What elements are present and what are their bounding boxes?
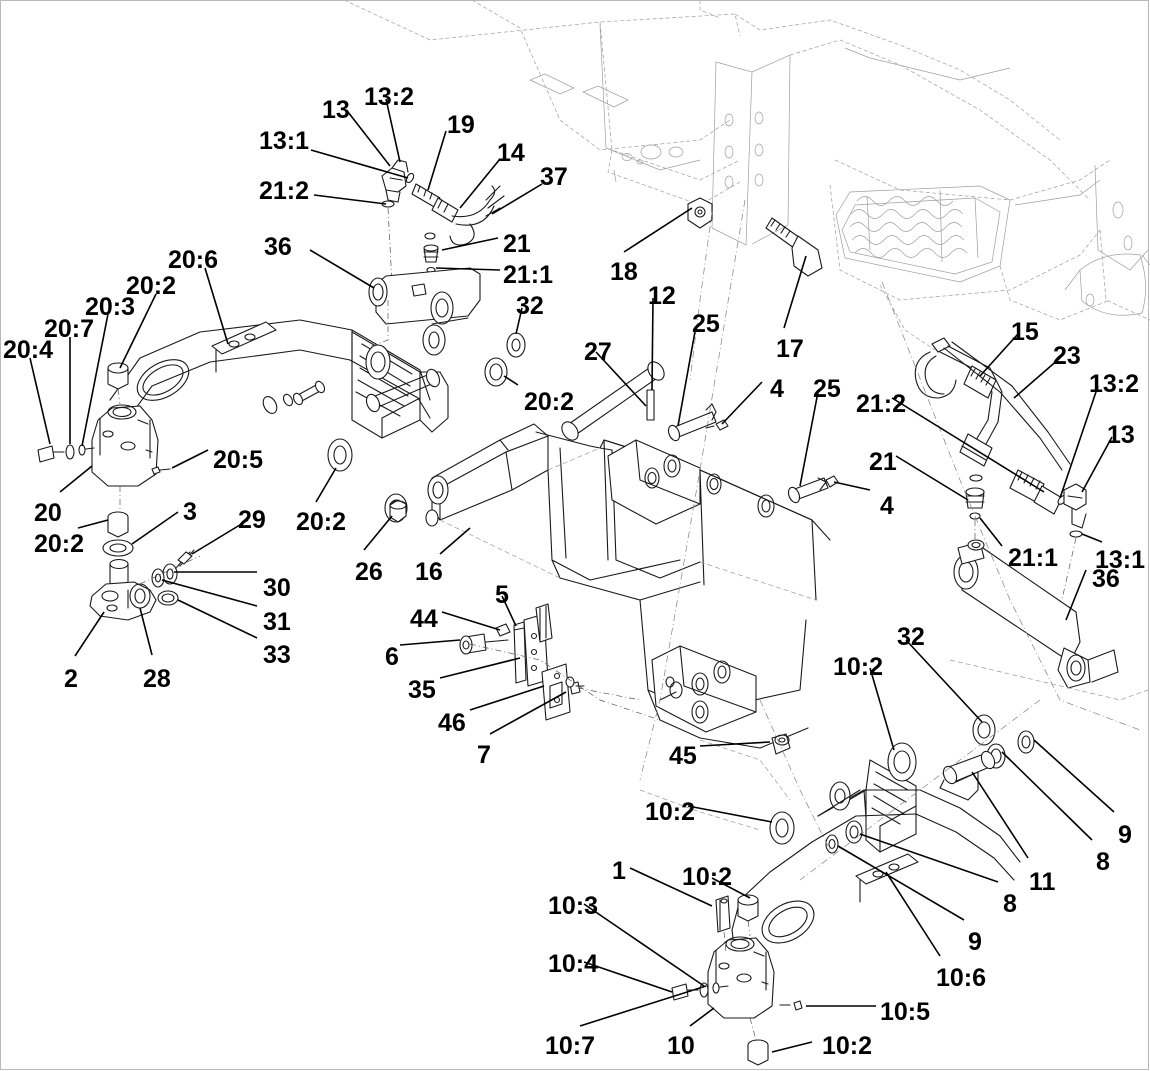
- callout-13-2: 13:2: [364, 83, 415, 111]
- callout-30: 30: [263, 574, 291, 602]
- callout-10-4: 10:4: [548, 950, 599, 978]
- leader-lines: [29, 98, 1115, 1053]
- callout-21-1-right: 21:1: [1008, 544, 1059, 572]
- callout-10-2-d: 10:2: [822, 1032, 873, 1060]
- callout-6: 6: [385, 643, 399, 671]
- callout-20-2-a: 20:2: [126, 272, 177, 300]
- callout-9-a: 9: [1118, 821, 1132, 849]
- callout-18: 18: [610, 258, 638, 286]
- sensor-bracket-cluster: [459, 603, 661, 721]
- callout-4-b: 4: [880, 492, 894, 520]
- callout-17: 17: [776, 335, 804, 363]
- callout-44: 44: [410, 605, 438, 633]
- callout-14: 14: [497, 139, 525, 167]
- callout-7: 7: [477, 741, 491, 769]
- callout-19: 19: [447, 111, 475, 139]
- callout-10-2-a: 10:2: [833, 653, 884, 681]
- callout-3: 3: [183, 498, 197, 526]
- callout-32-right: 32: [897, 623, 925, 651]
- callout-20-7: 20:7: [44, 315, 95, 343]
- left-cylinder-assembly: [262, 159, 526, 523]
- callout-10-2-c: 10:2: [682, 863, 733, 891]
- callout-15: 15: [1011, 318, 1039, 346]
- callout-13-2-right: 13:2: [1089, 370, 1140, 398]
- callout-20-3: 20:3: [85, 293, 136, 321]
- callout-26: 26: [355, 558, 383, 586]
- callout-21-left: 21: [503, 230, 531, 258]
- callout-25-a: 25: [692, 310, 720, 338]
- callout-4-a: 4: [770, 375, 784, 403]
- callout-20-4: 20:4: [3, 336, 54, 364]
- callout-13-right: 13: [1107, 421, 1135, 449]
- callout-1: 1: [612, 857, 626, 885]
- callout-21-2-left: 21:2: [259, 177, 310, 205]
- callout-28: 28: [143, 665, 171, 693]
- callout-10-3: 10:3: [548, 892, 599, 920]
- callout-10-6: 10:6: [936, 964, 987, 992]
- callout-13-1-right: 13:1: [1095, 546, 1146, 574]
- left-arm-assembly: [37, 319, 449, 621]
- callout-31: 31: [263, 608, 291, 636]
- right-hose-assembly: [881, 281, 1149, 731]
- callout-20: 20: [34, 499, 62, 527]
- callout-20-2-c: 20:2: [524, 388, 575, 416]
- center-loader-frame: [389, 199, 831, 781]
- callout-35: 35: [408, 676, 436, 704]
- callout-20-2-b: 20:2: [34, 530, 85, 558]
- callout-46: 46: [438, 709, 466, 737]
- callout-8-a: 8: [1096, 848, 1110, 876]
- callout-13-1: 13:1: [259, 127, 310, 155]
- callout-13: 13: [322, 96, 350, 124]
- callout-10: 10: [667, 1032, 695, 1060]
- callout-20-6: 20:6: [168, 246, 219, 274]
- callout-9-b: 9: [968, 928, 982, 956]
- callout-5: 5: [495, 581, 509, 609]
- callout-36-right: 36: [1092, 565, 1120, 593]
- callout-32-left: 32: [516, 292, 544, 320]
- callout-33: 33: [263, 641, 291, 669]
- callout-2: 2: [64, 665, 78, 693]
- callout-10-7: 10:7: [545, 1032, 596, 1060]
- callout-11: 11: [1029, 868, 1056, 896]
- callout-21-1-left: 21:1: [503, 261, 554, 289]
- machine-frame-ghost: [343, 0, 1150, 351]
- callout-36-left: 36: [264, 233, 292, 261]
- callout-25-b: 25: [813, 375, 841, 403]
- callout-21-right: 21: [869, 448, 897, 476]
- callout-20-2-d: 20:2: [296, 508, 347, 536]
- callout-12: 12: [648, 282, 676, 310]
- callout-23: 23: [1053, 342, 1081, 370]
- callout-20-5: 20:5: [213, 446, 264, 474]
- callout-16: 16: [415, 558, 443, 586]
- right-arm-assembly: [639, 699, 1041, 1066]
- callout-27: 27: [584, 338, 612, 366]
- callout-10-5: 10:5: [880, 998, 931, 1026]
- callout-8-b: 8: [1003, 890, 1017, 918]
- callout-21-2-right: 21:2: [856, 390, 907, 418]
- callout-45: 45: [669, 742, 697, 770]
- callout-10-2-b: 10:2: [645, 798, 696, 826]
- callout-29: 29: [238, 506, 266, 534]
- callout-37: 37: [540, 163, 568, 191]
